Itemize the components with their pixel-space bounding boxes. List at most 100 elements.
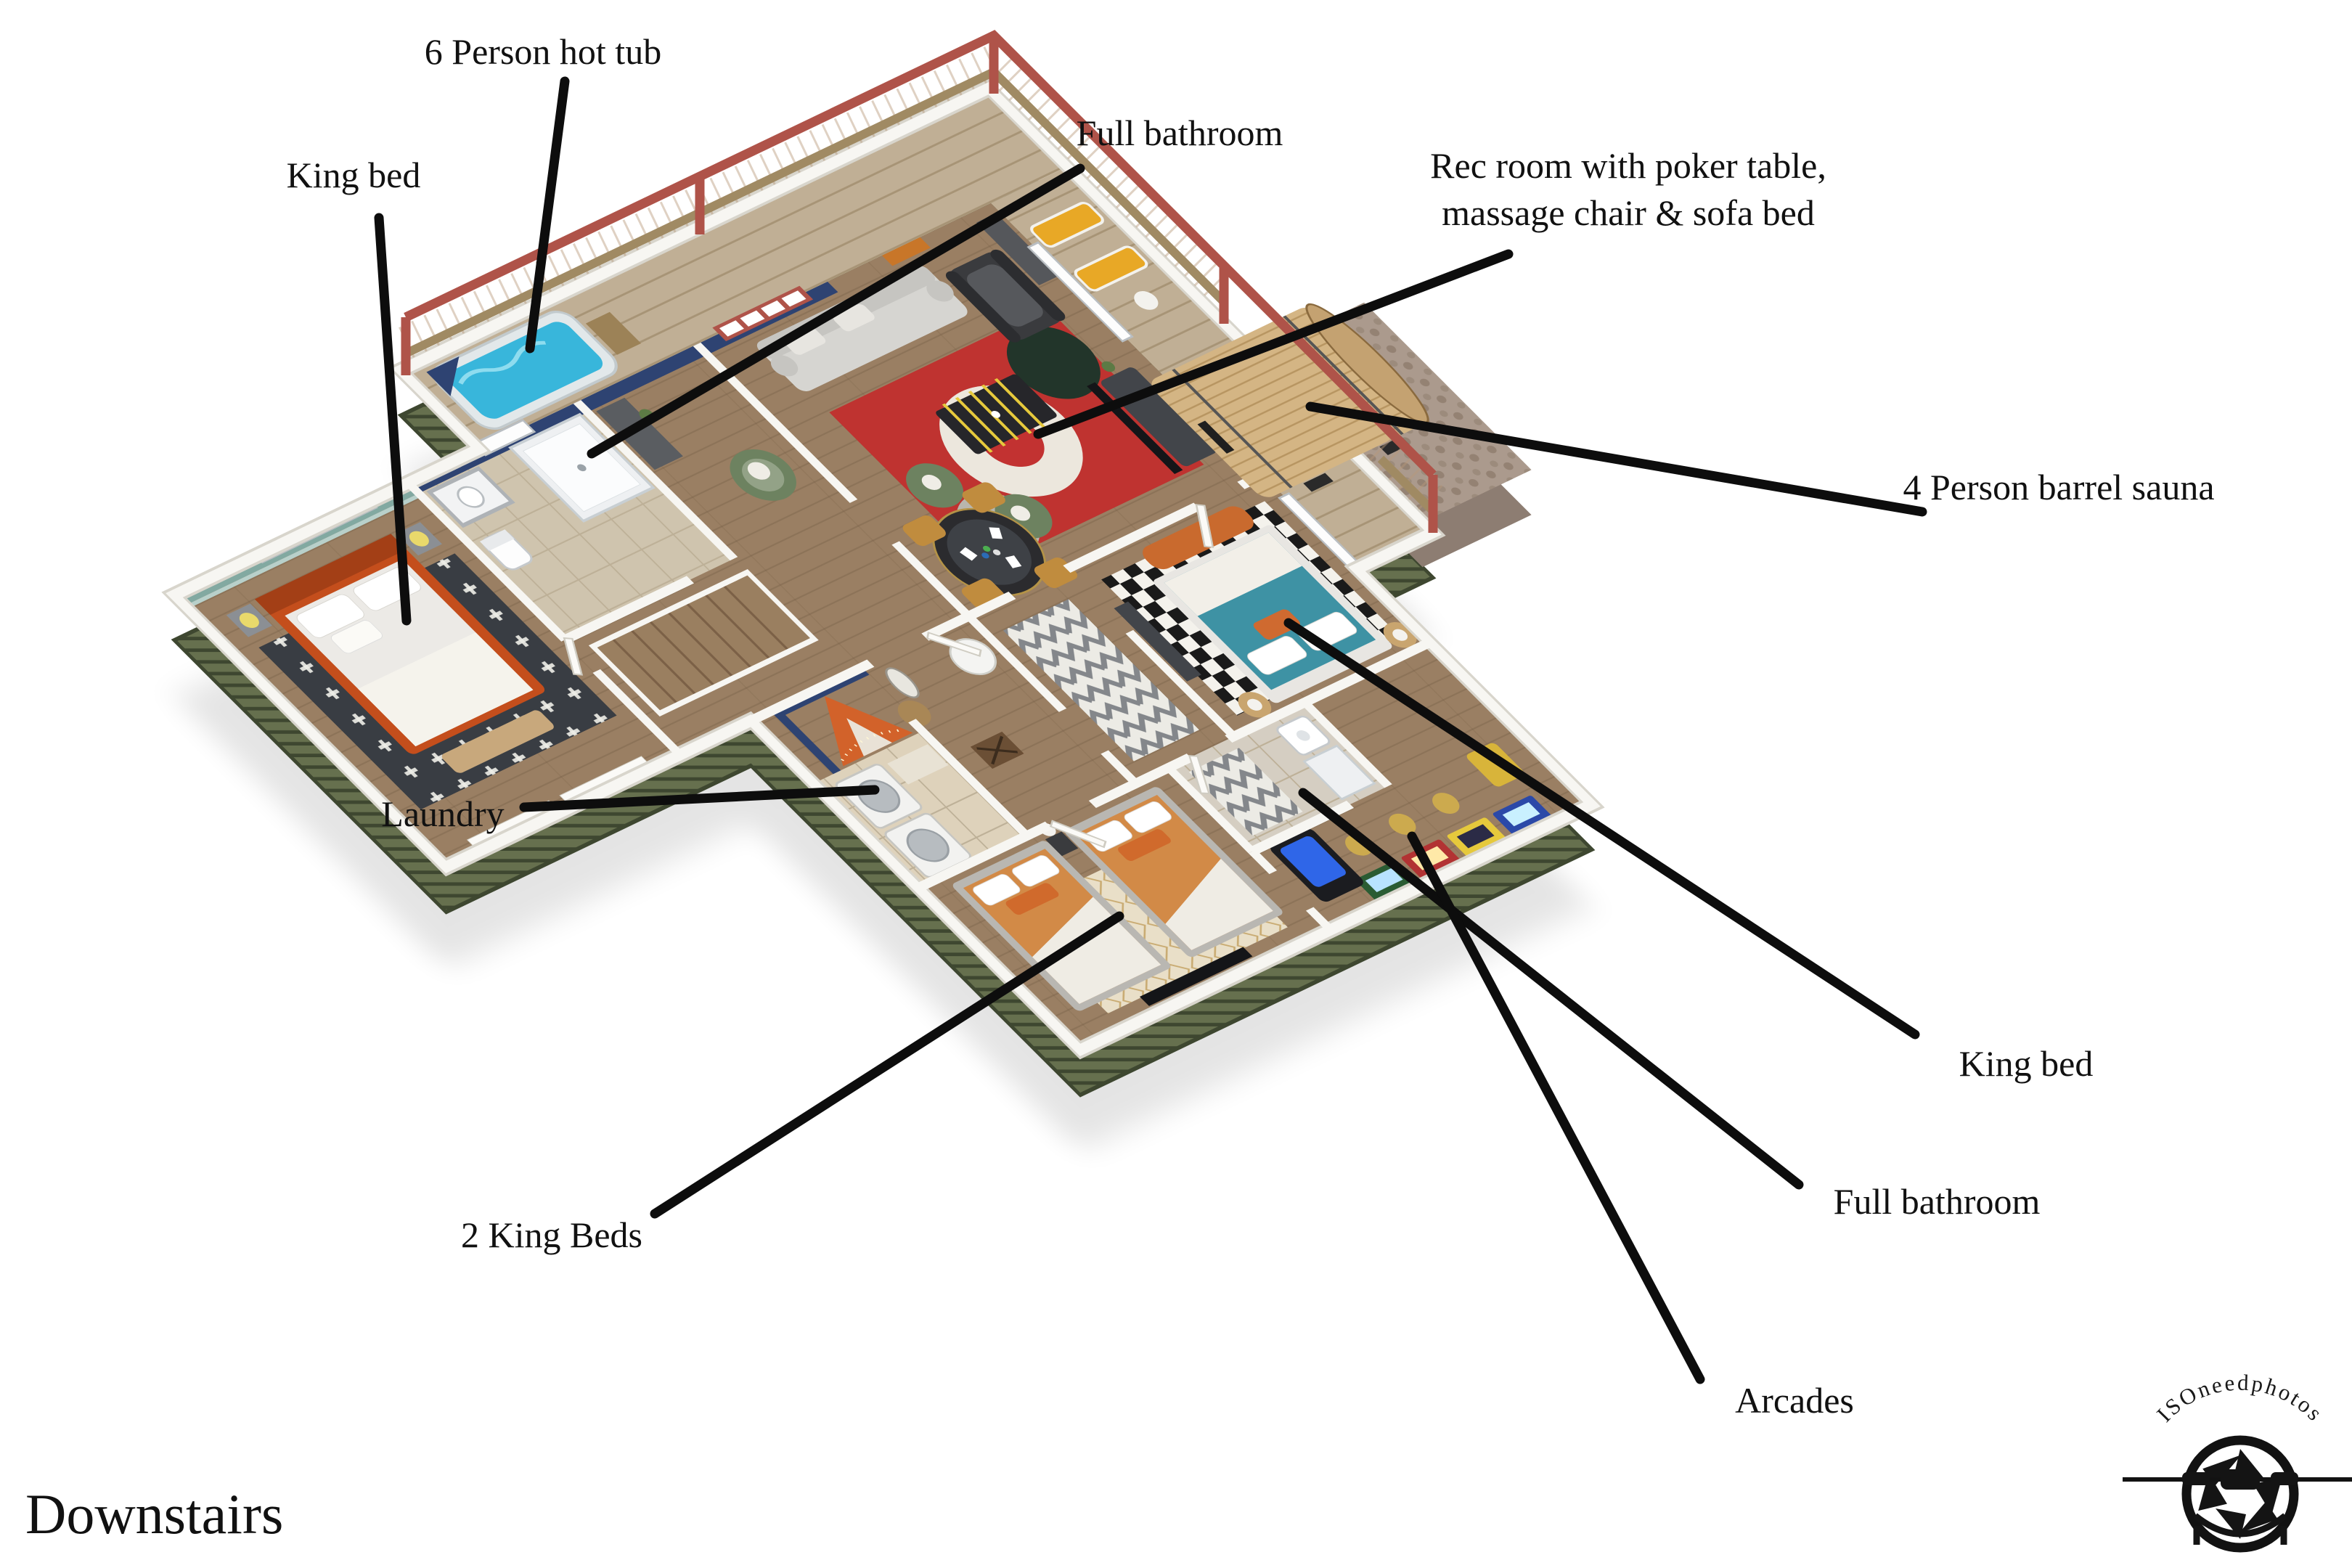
basketball-arcade-machine: [1270, 828, 1363, 902]
leader-full-bathroom-top: [587, 163, 1085, 459]
bathroom2-chevron-rug: [1188, 748, 1303, 836]
armchair-pillow: [747, 462, 771, 480]
arcade-cabinet-pacman: [1447, 817, 1507, 858]
play-tent-door: [846, 718, 892, 756]
shared-nightstand: [1045, 831, 1079, 857]
poker-chair: [962, 482, 1005, 513]
bed3a-blanket: [1032, 897, 1161, 1005]
leader-lines: [374, 76, 1927, 1384]
arcade-stool: [1389, 813, 1416, 835]
pillow: [1124, 801, 1172, 833]
king-bed-1-headboard: [254, 534, 407, 615]
pillow: [296, 594, 364, 638]
hot-tub-steps: [585, 311, 642, 355]
orange-bench: [1143, 506, 1254, 570]
annotation-labels: 6 Person hot tub Full bathroom King bed …: [287, 31, 2215, 1421]
arcade-cabinet-blue: [1493, 796, 1553, 836]
patio: [1030, 201, 1159, 310]
room-two-king-bedroom: [952, 787, 1288, 1013]
label-sauna: 4 Person barrel sauna: [1903, 467, 2214, 507]
sofa-body: [757, 266, 968, 391]
stair-treads: [610, 584, 791, 706]
label-two-king-beds: 2 King Beds: [461, 1214, 642, 1255]
corner-shelf: [976, 213, 1059, 286]
lamp-white: [1246, 698, 1262, 711]
aperture-ring-icon: [2181, 1435, 2299, 1553]
luggage-rack-straps: [976, 735, 1018, 765]
chevron-runner-rug: [1003, 599, 1199, 761]
room-laundry: [835, 744, 972, 878]
cabinet-screen: [1410, 846, 1449, 870]
massage-chair-arm: [990, 249, 1066, 322]
railing-mesh: [399, 41, 1445, 513]
drone-motor-icon: [2271, 1472, 2298, 1485]
sauna-door-slot: [1197, 420, 1235, 454]
sofa-arm: [770, 355, 799, 377]
orange-pillow: [1253, 609, 1300, 640]
room-full-bathroom-right: [1188, 715, 1376, 836]
drone-legs-icon: [2193, 1526, 2287, 1545]
door-pane: [740, 310, 765, 327]
bedroom3-tv: [1139, 947, 1253, 1006]
orange-pillow: [1118, 829, 1171, 861]
drone-skid-icon: [2193, 1513, 2287, 1538]
foosball-table: [936, 374, 1057, 454]
laundry-counter: [887, 744, 949, 785]
hot-tub-cover: [426, 356, 460, 396]
label-king-bed-left: King bed: [287, 155, 421, 195]
king-bed-2-blanket: [1164, 532, 1302, 616]
lamp-white: [1392, 629, 1408, 641]
sofa-pillow: [833, 304, 875, 332]
playing-card: [960, 547, 978, 561]
cabinet-screen: [1365, 867, 1403, 892]
machine-lane: [1281, 836, 1346, 887]
watermark-text: ISOneedphotos: [2152, 1370, 2329, 1427]
label-laundry: Laundry: [381, 793, 504, 834]
king-bed-3a: [952, 841, 1171, 1011]
leader-full-bathroom-right: [1298, 788, 1804, 1190]
chair-pillow: [921, 475, 942, 490]
interior-walls: [404, 342, 1434, 932]
mural-wall-stripe: [184, 493, 422, 609]
massage-chair-seat: [967, 264, 1043, 327]
sofa-arm: [926, 280, 954, 302]
label-hot-tub: 6 Person hot tub: [425, 31, 661, 72]
stair-rail: [588, 568, 819, 717]
bathroom1-tile-grid: [408, 401, 734, 640]
door-leaves: [563, 504, 1214, 849]
door-pane: [719, 320, 744, 337]
room-king-bedroom-right: [1101, 501, 1417, 718]
bathroom2-shower: [1302, 744, 1376, 801]
arcade-corner: [1270, 743, 1553, 902]
shower-drain: [577, 464, 587, 472]
king-bed-3b: [1065, 787, 1283, 957]
poker-table: [902, 482, 1078, 609]
pillow: [1012, 855, 1060, 887]
poker-table-edge: [932, 507, 1047, 597]
door-pane: [760, 300, 785, 317]
lounge-chair: [1030, 201, 1104, 248]
label-rec-room-line1: Rec room with poker table,: [1430, 145, 1826, 186]
leader-arcades: [1407, 831, 1705, 1384]
barrel-sauna: [1151, 303, 1429, 497]
plant: [1101, 361, 1116, 372]
lounge-chair: [1074, 245, 1148, 292]
label-full-bathroom-top: Full bathroom: [1077, 113, 1283, 153]
french-doors: [712, 285, 814, 342]
orange-pillow: [1005, 883, 1059, 915]
cabinet-screen: [1456, 824, 1495, 849]
sink: [457, 486, 485, 508]
poker-table-felt: [947, 519, 1032, 585]
drone-body-icon: [2221, 1469, 2260, 1490]
deck-railing: [399, 30, 1445, 533]
lamp: [239, 613, 259, 629]
label-arcades: Arcades: [1735, 1380, 1854, 1421]
media-console: [1101, 367, 1216, 467]
leader-hot-tub: [525, 76, 570, 354]
hot-tub: [426, 311, 642, 430]
shelf-unit: [596, 397, 683, 470]
label-rec-room-line2: massage chair & sofa bed: [1442, 192, 1815, 233]
drone-motor-icon: [2182, 1472, 2210, 1485]
poker-chip: [981, 552, 989, 559]
